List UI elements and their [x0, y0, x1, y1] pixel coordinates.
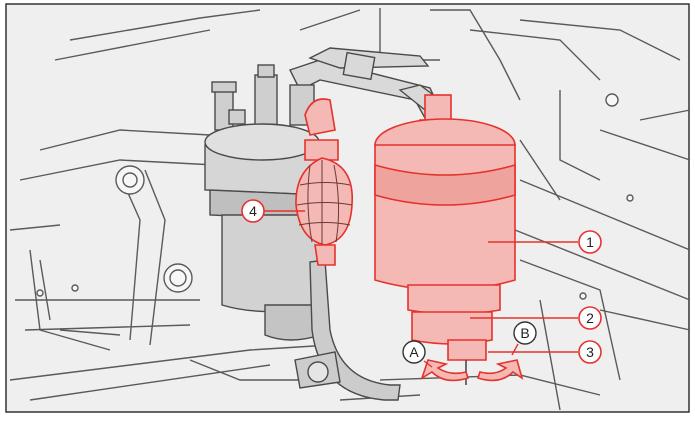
leader-lines [264, 210, 578, 368]
right-fuel-filter [374, 94, 516, 385]
callout-3-label: 3 [586, 344, 594, 360]
callout-a-label: A [409, 344, 419, 360]
leader-line-b [511, 343, 519, 356]
callout-1-label: 1 [586, 234, 594, 250]
callout-b: B [513, 321, 537, 345]
chassis-holes [36, 93, 634, 300]
lower-hose [294, 259, 401, 401]
primer-bulb [295, 98, 354, 266]
arrow-b-shape [476, 359, 524, 382]
callout-1: 1 [578, 230, 602, 254]
callout-4: 4 [241, 199, 265, 223]
callout-2-label: 2 [586, 310, 594, 326]
callout-4-label: 4 [249, 203, 257, 219]
callout-3: 3 [578, 340, 602, 364]
callout-b-label: B [520, 325, 529, 341]
leader-line-a [423, 360, 433, 368]
callout-a: A [402, 340, 426, 364]
rotation-arrows [420, 359, 524, 382]
callout-2: 2 [578, 306, 602, 330]
arrow-a-shape [420, 359, 470, 382]
